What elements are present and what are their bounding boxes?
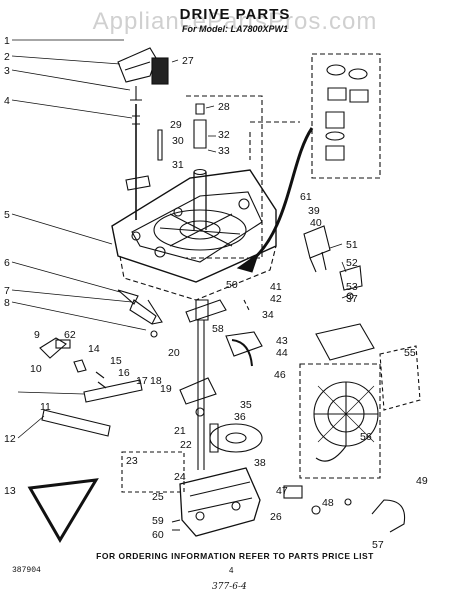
callout-42: 42	[270, 293, 282, 305]
spring-47	[283, 485, 303, 499]
callout-27: 27	[182, 55, 194, 67]
callout-33: 33	[218, 145, 230, 157]
callout-13: 13	[4, 485, 16, 497]
callout-24: 24	[174, 471, 186, 483]
callout-12: 12	[4, 433, 16, 445]
callout-41: 41	[270, 281, 282, 293]
callout-35: 35	[240, 399, 252, 411]
callout-55: 55	[404, 347, 416, 359]
callout-53: 53	[346, 281, 358, 293]
callout-58: 58	[212, 323, 224, 335]
callout-5: 5	[4, 209, 10, 221]
callout-25: 25	[152, 491, 164, 503]
callout-3: 3	[4, 65, 10, 77]
wire-harness-57	[371, 499, 406, 533]
callout-56: 56	[360, 431, 372, 443]
callout-57: 57	[372, 539, 384, 551]
callout-18: 18	[150, 375, 162, 387]
shift-lever	[147, 299, 163, 325]
callout-51: 51	[346, 239, 358, 251]
motor-box	[299, 363, 381, 479]
callout-34: 34	[262, 309, 274, 321]
callout-49: 49	[416, 475, 428, 487]
callout-28: 28	[218, 101, 230, 113]
bracket-52	[339, 265, 363, 291]
gearcase	[179, 467, 261, 537]
callout-44: 44	[276, 347, 288, 359]
page-number: 4	[229, 566, 234, 575]
callout-9: 9	[34, 329, 40, 341]
callout-2: 2	[4, 51, 10, 63]
spin-tube	[193, 172, 207, 230]
callout-40: 40	[310, 217, 322, 229]
top-bracket	[117, 47, 157, 83]
group-box-23	[121, 451, 185, 493]
callout-31: 31	[172, 159, 184, 171]
callout-46: 46	[274, 369, 286, 381]
callout-43: 43	[276, 335, 288, 347]
callout-17: 17	[136, 375, 148, 387]
switch-9	[39, 337, 67, 359]
spring-15	[95, 371, 107, 389]
motor-mount	[315, 323, 375, 361]
callout-8: 8	[4, 297, 10, 309]
callout-37: 37	[346, 293, 358, 305]
callout-50: 50	[226, 279, 238, 291]
callout-47: 47	[276, 485, 288, 497]
callout-14: 14	[88, 343, 100, 355]
callout-11: 11	[40, 401, 51, 413]
callout-7: 7	[4, 285, 10, 297]
callout-36: 36	[234, 411, 246, 423]
callout-15: 15	[110, 355, 122, 367]
callout-1: 1	[4, 35, 10, 47]
callout-22: 22	[180, 439, 192, 451]
callout-29: 29	[170, 119, 182, 131]
callout-19: 19	[160, 383, 172, 395]
callout-numbers: 1 2 3 4 5 6 7 8 9 10 11 12 13 14 15 16 1…	[4, 35, 428, 551]
callout-59: 59	[152, 515, 164, 527]
capacitor-55	[379, 345, 421, 411]
callout-16: 16	[118, 367, 130, 379]
callout-26: 26	[270, 511, 282, 523]
callout-6: 6	[4, 257, 10, 269]
bearing-kit-box	[311, 53, 381, 179]
callout-21: 21	[174, 425, 186, 437]
callout-23: 23	[126, 455, 138, 467]
diagram-title: DRIVE PARTS	[179, 6, 291, 23]
callout-52: 52	[346, 257, 358, 269]
assembly-arrow	[249, 127, 314, 264]
callout-20: 20	[168, 347, 180, 359]
callout-48: 48	[322, 497, 334, 509]
callout-32: 32	[218, 129, 230, 141]
diagram-subtitle: For Model: LA7800XPW1	[181, 24, 289, 34]
callout-62: 62	[64, 329, 76, 341]
pad-27	[151, 57, 169, 85]
handwritten-note: 377-6-4	[212, 582, 247, 592]
callout-39: 39	[308, 205, 320, 217]
callout-10: 10	[30, 363, 42, 375]
callout-4: 4	[4, 95, 10, 107]
agitator-shaft	[197, 320, 205, 470]
drive-belt	[27, 478, 99, 543]
link-11	[41, 409, 111, 437]
document-number: 387904	[12, 566, 41, 575]
ordering-note: FOR ORDERING INFORMATION REFER TO PARTS …	[96, 551, 374, 561]
clutch-bracket	[225, 331, 263, 357]
link-16	[83, 379, 143, 403]
callout-61: 61	[300, 191, 312, 203]
callout-38: 38	[254, 457, 266, 469]
callout-60: 60	[152, 529, 164, 541]
watermark: AppliancePartsPros.com	[92, 8, 378, 35]
callout-30: 30	[172, 135, 184, 147]
